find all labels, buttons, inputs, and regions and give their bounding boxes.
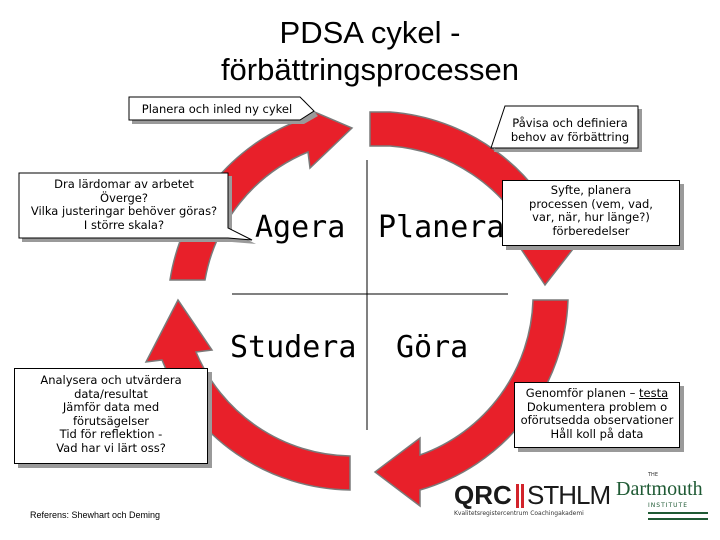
dartmouth-the: THE — [648, 472, 658, 478]
callout-analyze: Analysera och utvärdera data/resultat Jä… — [14, 368, 208, 464]
qrc-divider — [516, 484, 519, 508]
quadrant-study: Studera — [230, 330, 357, 365]
dartmouth-institute: INSTITUTE — [648, 502, 689, 509]
execute-test-word: testa — [639, 386, 669, 400]
page-title: PDSA cykel - förbättringsprocessen — [160, 14, 580, 88]
purpose-line-4: förberedelser — [552, 223, 630, 238]
purpose-line-2: processen (vem, vad, — [529, 196, 653, 211]
quadrant-act: Agera — [255, 210, 346, 245]
arrow-bottom-left — [144, 298, 351, 491]
analyze-line-3: Jämför data med — [62, 400, 160, 414]
lessons-line-1: Dra lärdomar av arbetet — [54, 177, 194, 191]
execute-line-2: Dokumentera problem o — [526, 399, 668, 414]
callout-define-need: Påvisa och definiera behov av förbättrin… — [500, 116, 640, 144]
qrc-logo-subtitle: Kvalitetsregistercentrum Coachingakademi — [454, 510, 584, 517]
dartmouth-logo: THE Dartmouth INSTITUTE — [612, 472, 712, 524]
dartmouth-name: Dartmouth — [616, 478, 703, 500]
callout-lessons-shape — [18, 172, 256, 244]
lessons-line-4: I större skala? — [83, 217, 165, 232]
define-need-line-1: Påvisa och definiera — [512, 116, 628, 130]
qrc-sthlm-logo: QRC STHLM Kvalitetsregistercentrum Coach… — [440, 478, 611, 522]
execute-line-1-text: Genomför planen – — [525, 386, 640, 400]
title-line-2: förbättringsprocessen — [220, 52, 520, 87]
dartmouth-subline-1 — [648, 512, 708, 514]
execute-line-1: Genomför planen – testa — [517, 386, 677, 401]
analyze-line-4: förutsägelser — [72, 413, 149, 428]
purpose-line-3: var, när, hur länge?) — [532, 210, 650, 224]
analyze-line-6: Vad har vi lärt oss? — [56, 440, 166, 455]
quadrant-do: Göra — [396, 330, 469, 365]
execute-line-3: oförutsedda observationer — [520, 413, 674, 427]
quadrant-plan: Planera — [378, 210, 505, 245]
define-need-line-2: behov av förbättring — [510, 129, 630, 144]
purpose-line-1: Syfte, planera — [550, 183, 632, 197]
callout-plan-start-shape — [128, 96, 318, 124]
sthlm-logo-text: STHLM — [527, 480, 611, 510]
qrc-logo-text: QRC — [454, 480, 512, 510]
qrc-divider-2 — [521, 484, 524, 508]
callout-plan-start: Planera och inled ny cykel — [141, 102, 293, 116]
callout-lessons: Dra lärdomar av arbetet Överge? Vilka ju… — [18, 177, 230, 232]
analyze-line-1: Analysera och utvärdera — [40, 373, 182, 387]
dartmouth-subline-2 — [648, 518, 708, 520]
analyze-line-2: data/resultat — [74, 386, 148, 401]
callout-define-need-shape — [490, 105, 642, 152]
callout-execute: Genomför planen – testa Dokumentera prob… — [514, 382, 680, 448]
callout-purpose: Syfte, planera processen (vem, vad, var,… — [502, 180, 680, 246]
title-line-1: PDSA cykel - — [279, 15, 461, 50]
execute-line-4: Håll koll på data — [550, 426, 644, 441]
analyze-line-5: Tid för reflektion - — [59, 427, 163, 441]
reference-text: Referens: Shewhart och Deming — [30, 510, 161, 520]
lessons-line-2: Överge? — [100, 190, 148, 205]
lessons-line-3: Vilka justeringar behöver göras? — [30, 204, 218, 218]
